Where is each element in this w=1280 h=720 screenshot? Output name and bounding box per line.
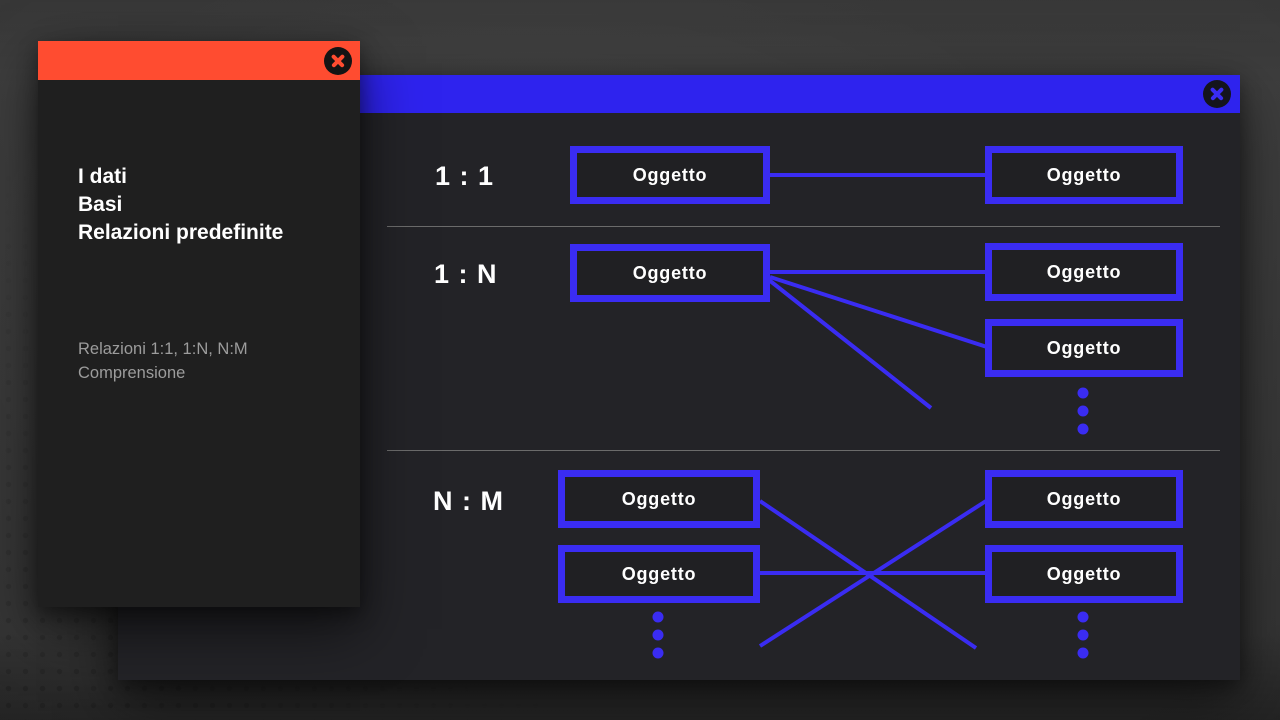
row-divider [387, 450, 1220, 451]
slide-title: I dati Basi Relazioni predefinite [78, 163, 283, 247]
title-window-titlebar [38, 41, 360, 80]
slide-title-window: I dati Basi Relazioni predefinite Relazi… [38, 41, 360, 607]
relation-label-one-to-many: 1 : N [434, 259, 498, 289]
entity-box: Oggetto [570, 244, 770, 302]
entity-box: Oggetto [985, 146, 1183, 204]
relation-label-many-to-many: N : M [433, 486, 504, 516]
row-divider [387, 226, 1220, 227]
close-icon[interactable] [324, 47, 352, 75]
slide-subtitle-line: Relazioni 1:1, 1:N, N:M [78, 340, 248, 358]
entity-box: Oggetto [558, 470, 760, 528]
slide-title-line: Relazioni predefinite [78, 221, 284, 244]
entity-box: Oggetto [985, 545, 1183, 603]
slide-subtitle-line: Comprensione [78, 364, 186, 382]
entity-box: Oggetto [570, 146, 770, 204]
slide-subtitle: Relazioni 1:1, 1:N, N:M Comprensione [78, 337, 248, 385]
slide-title-line: I dati [78, 165, 128, 188]
slide-title-line: Basi [78, 193, 123, 216]
entity-box: Oggetto [985, 319, 1183, 377]
entity-box: Oggetto [985, 243, 1183, 301]
entity-box: Oggetto [558, 545, 760, 603]
close-icon[interactable] [1203, 80, 1231, 108]
entity-box: Oggetto [985, 470, 1183, 528]
relation-label-one-to-one: 1 : 1 [435, 161, 495, 191]
